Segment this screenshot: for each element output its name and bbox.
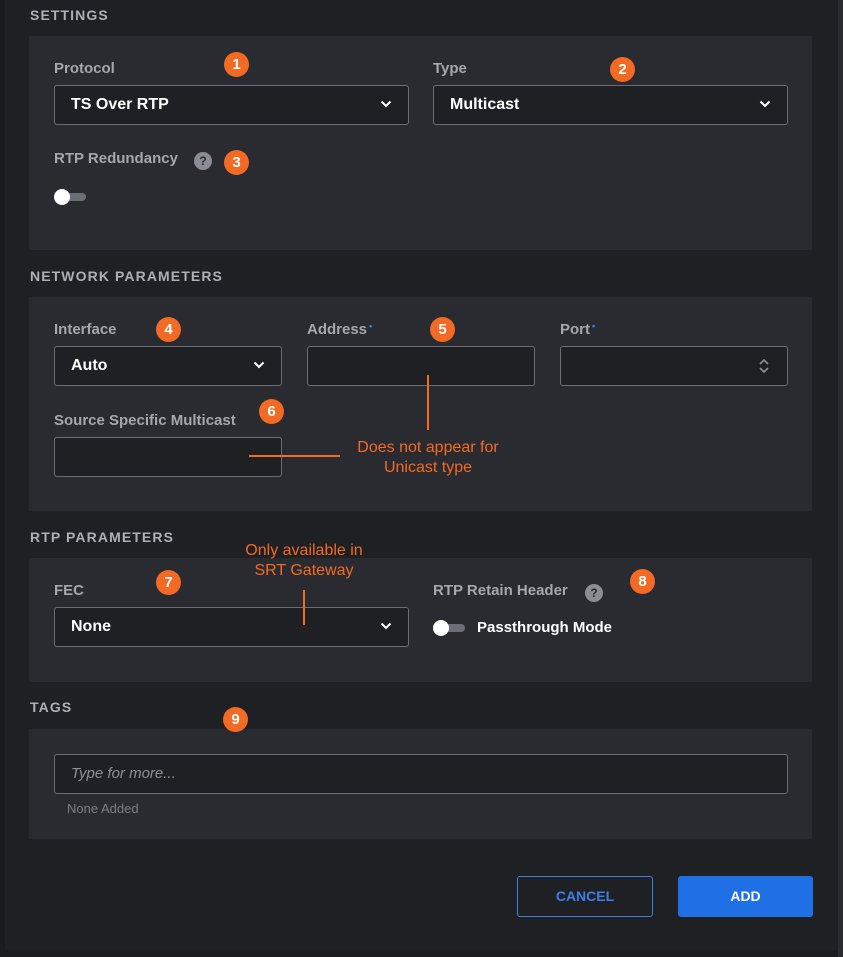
chevron-down-icon [380,100,392,108]
network-section-title: NETWORK PARAMETERS [30,268,223,284]
retain-header-label: RTP Retain Header [433,582,568,599]
protocol-select[interactable]: TS Over RTP [54,85,409,125]
fec-value: None [71,618,111,635]
protocol-label: Protocol [54,60,115,77]
annotation-badge-5: 5 [430,317,455,342]
tags-section-title: TAGS [30,699,73,715]
settings-card [29,36,812,250]
protocol-value: TS Over RTP [71,96,169,113]
annotation-badge-4: 4 [156,317,181,342]
unicast-annotation-line2: Unicast type [383,459,473,476]
required-marker: • [592,321,596,331]
network-card [29,297,812,511]
add-button[interactable]: ADD [678,876,813,917]
annotation-badge-7: 7 [156,570,181,595]
annotation-badge-1: 1 [224,52,249,77]
fec-select[interactable]: None [54,607,409,647]
annotation-badge-2: 2 [610,57,635,82]
chevron-down-icon [759,100,771,108]
address-label-text: Address [307,321,368,338]
toggle-knob [433,620,449,636]
annotation-badge-3: 3 [224,150,249,175]
type-select[interactable]: Multicast [433,85,788,125]
rtp-redundancy-label: RTP Redundancy [54,150,178,167]
port-label-text: Port [560,321,590,338]
required-marker: • [369,321,373,331]
passthrough-toggle[interactable] [433,620,465,636]
toggle-track [437,624,465,632]
help-icon[interactable]: ? [585,584,603,602]
address-label: Address• [307,321,372,338]
interface-label: Interface [54,321,117,338]
srt-annotation-line1: Only available in [245,542,363,559]
port-input[interactable] [560,346,788,386]
port-label: Port• [560,321,595,338]
fec-label: FEC [54,582,84,599]
interface-value: Auto [71,357,108,374]
type-value: Multicast [450,96,520,113]
toggle-track [58,193,86,201]
annotation-badge-6: 6 [259,399,284,424]
annotation-badge-8: 8 [630,569,655,594]
rtp-redundancy-toggle[interactable] [54,189,86,205]
tags-placeholder: Type for more... [71,765,176,782]
stepper-icon[interactable] [757,356,771,376]
annotation-line [249,455,340,457]
srt-annotation-line2: SRT Gateway [254,562,354,579]
annotation-line [427,375,429,430]
toggle-knob [54,189,70,205]
help-icon[interactable]: ? [194,152,212,170]
rtp-section-title: RTP PARAMETERS [30,529,175,545]
chevron-down-icon [253,361,265,369]
annotation-line [303,590,305,625]
passthrough-label: Passthrough Mode [477,619,613,636]
settings-section-title: SETTINGS [30,7,109,23]
ssm-input[interactable] [54,437,282,477]
unicast-annotation-line1: Does not appear for [357,439,499,456]
cancel-button[interactable]: CANCEL [517,876,653,917]
tags-empty-text: None Added [67,801,139,816]
type-label: Type [433,60,467,77]
chevron-down-icon [380,622,392,630]
ssm-label: Source Specific Multicast [54,412,236,429]
tags-input[interactable]: Type for more... [54,754,788,794]
address-input[interactable] [307,346,535,386]
interface-select[interactable]: Auto [54,346,282,386]
dialog-edge [838,0,843,957]
annotation-badge-9: 9 [223,707,248,732]
